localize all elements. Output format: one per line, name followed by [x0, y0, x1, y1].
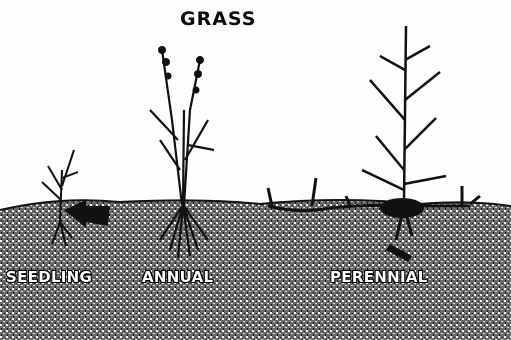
label-perennial: Perennial	[330, 268, 428, 286]
crown	[380, 198, 424, 218]
label-seedling: Seedling	[6, 268, 92, 286]
perennial-plant	[362, 26, 446, 200]
label-annual: Annual	[142, 268, 213, 286]
page-title: GRASS	[180, 8, 256, 30]
